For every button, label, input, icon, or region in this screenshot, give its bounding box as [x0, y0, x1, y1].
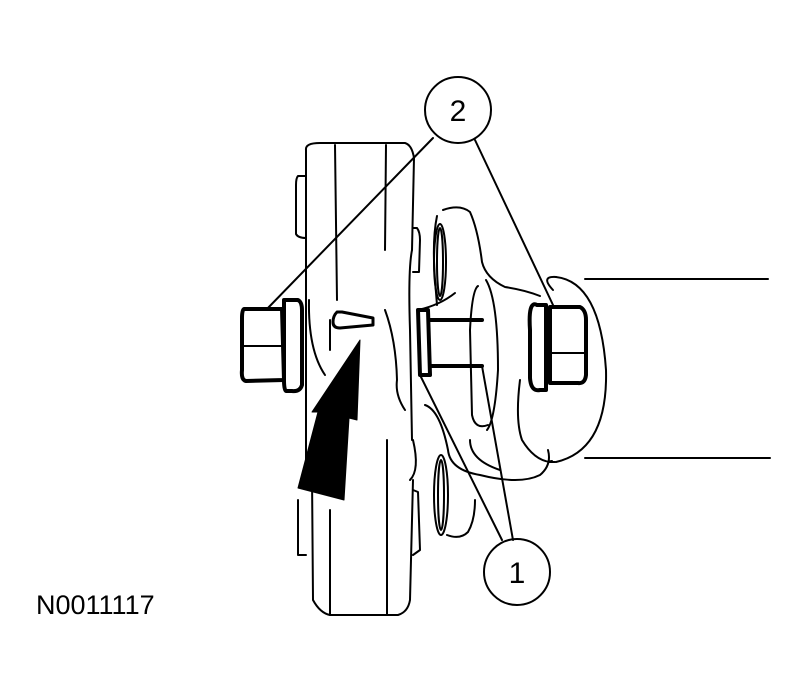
- alignment-mark: [331, 310, 375, 330]
- left-nut: [239, 298, 304, 394]
- callout-2-leader-left: [265, 137, 434, 311]
- flex-disc: [295, 142, 421, 616]
- callout-1-leader-right: [481, 365, 514, 541]
- callout-2-leader-right: [474, 139, 554, 306]
- indicator-arrow: [297, 339, 361, 501]
- figure-reference-id: N0011117: [36, 590, 155, 620]
- callout-1-leader-left: [419, 374, 503, 541]
- yoke: [417, 206, 551, 538]
- bolt-shank: [416, 308, 484, 377]
- callout-2: 2: [424, 76, 492, 144]
- callout-1-number: 1: [509, 557, 526, 590]
- right-nut: [527, 302, 588, 393]
- driveshaft-tube: [546, 275, 771, 463]
- callout-1: 1: [483, 538, 551, 606]
- callout-2-number: 2: [450, 95, 467, 128]
